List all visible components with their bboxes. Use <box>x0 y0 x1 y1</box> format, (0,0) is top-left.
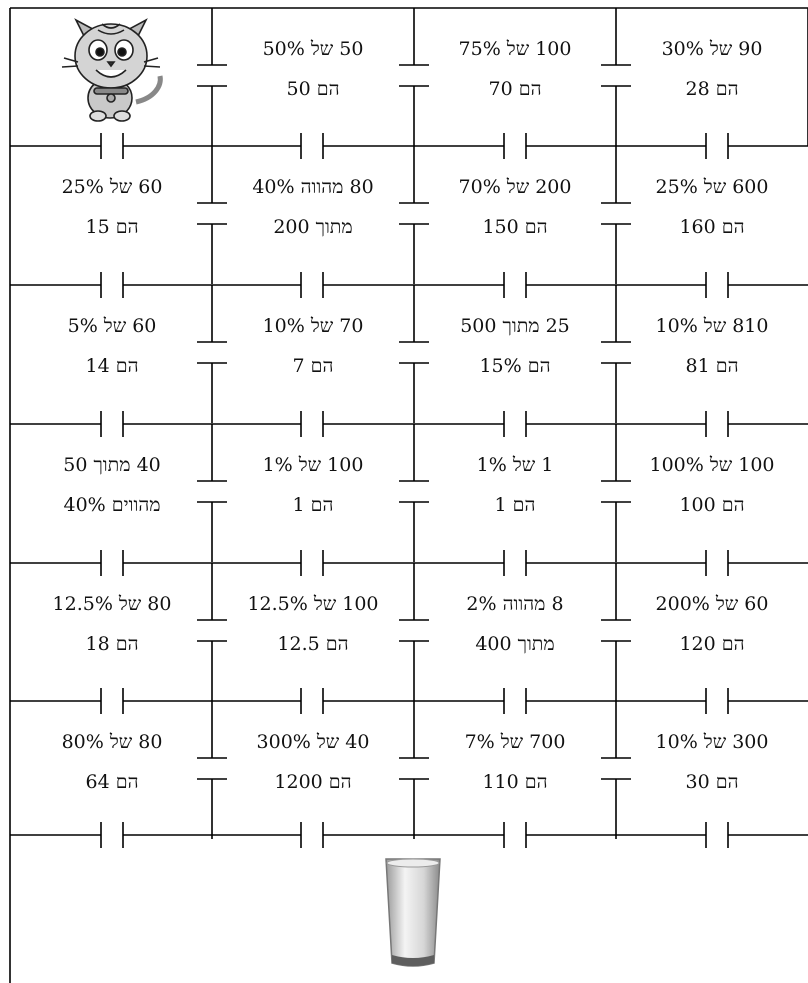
maze-cell-top-text: 50 של 50% <box>213 38 413 60</box>
maze-cell-top-text: 8 מהווה 2% <box>415 593 615 615</box>
maze-cell-bottom-text: הם 160 <box>612 216 808 238</box>
maze-cell-top-text: 25 מתוך 500 <box>415 315 615 337</box>
maze-cell-top-text: 100 של 100% <box>612 454 808 476</box>
maze-cell-bottom-text: הם 64 <box>12 771 212 793</box>
maze-cell-top-text: 90 של 30% <box>612 38 808 60</box>
maze-cell-bottom-text: הם 1 <box>213 494 413 516</box>
maze-cell-top-text: 40 של 300% <box>213 731 413 753</box>
maze-cell-top-text: 1 של 1% <box>415 454 615 476</box>
cat-icon <box>58 10 168 122</box>
maze-cell-bottom-text: הם 12.5 <box>213 633 413 655</box>
maze-cell-top-text: 80 של 12.5% <box>12 593 212 615</box>
maze-cell-bottom-text: מתוך 400 <box>415 633 615 655</box>
maze-cell-top-text: 100 של 75% <box>415 38 615 60</box>
maze-cell-bottom-text: הם 110 <box>415 771 615 793</box>
maze-cell-top-text: 80 של 80% <box>12 731 212 753</box>
maze-cell-bottom-text: הם 15 <box>12 216 212 238</box>
milk-glass-icon <box>382 855 444 971</box>
maze-cell-bottom-text: הם 28 <box>612 78 808 100</box>
maze-cell-bottom-text: הם 100 <box>612 494 808 516</box>
maze-cell-top-text: 810 של 10% <box>612 315 808 337</box>
maze-cell-bottom-text: הם 70 <box>415 78 615 100</box>
maze-cell-top-text: 60 של 5% <box>12 315 212 337</box>
maze-cell-top-text: 100 של 12.5% <box>213 593 413 615</box>
maze-cell-bottom-text: הם 30 <box>612 771 808 793</box>
maze-cell-bottom-text: הם 150 <box>415 216 615 238</box>
maze-cell-top-text: 60 של 25% <box>12 176 212 198</box>
maze-cell-bottom-text: מהווים 40% <box>12 494 212 516</box>
maze-cell-bottom-text: הם 1200 <box>213 771 413 793</box>
maze-cell-bottom-text: הם 7 <box>213 355 413 377</box>
maze-cell-top-text: 600 של 25% <box>612 176 808 198</box>
maze-cell-bottom-text: הם 120 <box>612 633 808 655</box>
maze-cell-top-text: 70 של 10% <box>213 315 413 337</box>
maze-cell-bottom-text: הם 15% <box>415 355 615 377</box>
maze-cell-top-text: 100 של 1% <box>213 454 413 476</box>
maze-cell-top-text: 40 מתוך 50 <box>12 454 212 476</box>
maze-cell-top-text: 700 של 7% <box>415 731 615 753</box>
maze-cell-bottom-text: הם 81 <box>612 355 808 377</box>
maze-cell-bottom-text: הם 50 <box>213 78 413 100</box>
maze-cell-bottom-text: הם 14 <box>12 355 212 377</box>
maze-cell-bottom-text: מתוך 200 <box>213 216 413 238</box>
maze-cell-top-text: 80 מהווה 40% <box>213 176 413 198</box>
maze-cell-top-text: 200 של 70% <box>415 176 615 198</box>
maze-cell-top-text: 300 של 10% <box>612 731 808 753</box>
maze-cell-top-text: 60 של 200% <box>612 593 808 615</box>
maze-cell-bottom-text: הם 18 <box>12 633 212 655</box>
maze-cell-bottom-text: הם 1 <box>415 494 615 516</box>
